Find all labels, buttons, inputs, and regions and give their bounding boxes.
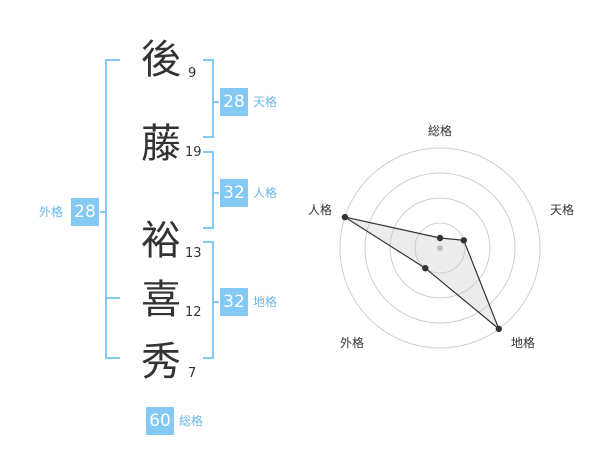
radar-point-1 [460, 237, 467, 244]
chikaku-label: 地格 [253, 295, 278, 309]
radar-axis-label-soukaku: 総格 [428, 124, 453, 138]
radar-axis-label-jinkaku: 人格 [308, 203, 333, 217]
stroke-count-1: 9 [188, 66, 197, 81]
tenkaku-badge: 28 [220, 88, 248, 116]
radar-ring-1 [414, 222, 466, 274]
radar-point-4 [341, 213, 349, 221]
name-char-2: 藤 [141, 121, 181, 167]
radar-ring-4 [339, 147, 541, 349]
gaikaku-badge: 28 [71, 198, 99, 226]
name-char-1: 後 [141, 37, 181, 83]
chikaku-badge: 32 [220, 288, 248, 316]
stroke-count-3: 13 [185, 246, 202, 261]
gaikaku-label: 外格 [39, 205, 64, 219]
radar-ring-2 [389, 197, 491, 299]
chikaku-bracket [203, 241, 214, 359]
name-char-4: 喜 [141, 277, 181, 323]
radar-axis-label-gaikaku: 外格 [340, 336, 365, 350]
radar-axis-label-chikaku: 地格 [511, 336, 536, 350]
name-char-3: 裕 [141, 218, 181, 264]
stroke-count-4: 12 [185, 305, 202, 320]
tenkaku-bracket [203, 59, 214, 138]
radar-point-0 [436, 234, 444, 242]
stroke-count-2: 19 [185, 145, 202, 160]
radar-data-polygon [344, 216, 500, 330]
radar-axis-label-tenkaku: 天格 [550, 203, 575, 217]
radar-ring-3 [364, 172, 516, 324]
jinkaku-label: 人格 [253, 186, 278, 200]
name-char-5: 秀 [141, 339, 181, 385]
radar-center-dot [437, 245, 443, 251]
gaikaku-bracket [105, 59, 120, 359]
soukaku-badge: 60 [146, 407, 174, 435]
radar-point-2 [495, 325, 502, 333]
jinkaku-badge: 32 [220, 179, 248, 207]
stroke-count-5: 7 [188, 366, 197, 381]
tenkaku-label: 天格 [253, 95, 278, 109]
soukaku-label: 総格 [179, 414, 204, 428]
radar-point-3 [422, 265, 429, 272]
jinkaku-bracket [203, 151, 214, 229]
